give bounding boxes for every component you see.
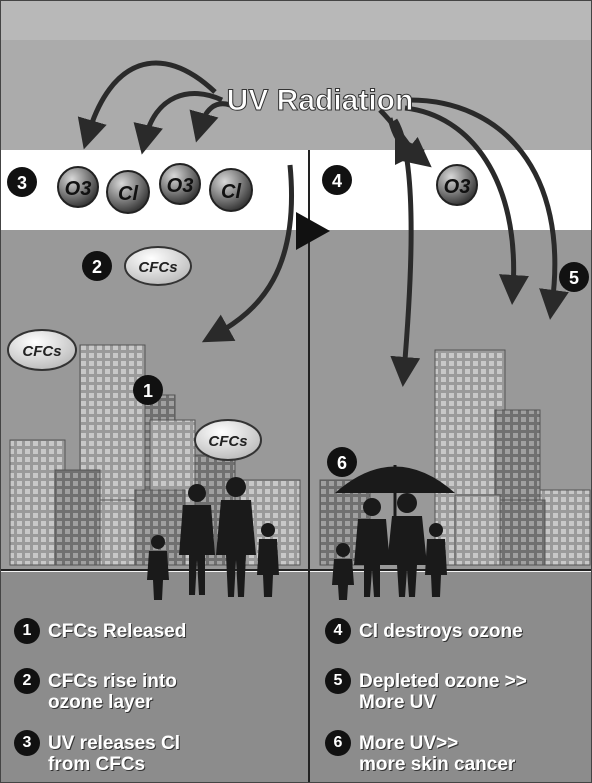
uv-arrow-to-o3-left xyxy=(77,60,217,150)
marker-2 xyxy=(82,251,112,281)
left-family-silhouette xyxy=(147,477,279,600)
o3-label: O3 xyxy=(444,176,471,198)
legend-number: 5 xyxy=(325,668,351,694)
uv-arrow-to-cfcs xyxy=(201,164,294,343)
legend-text: More UV>> xyxy=(359,733,459,754)
legend-number: 3 xyxy=(14,730,40,756)
uv-arrow-to-cl-left xyxy=(133,91,224,155)
uv-radiation-title: UV Radiation xyxy=(227,84,414,117)
o3-label: O3 xyxy=(167,175,194,197)
cfc-label: CFCs xyxy=(22,343,61,360)
legend-number: 2 xyxy=(14,668,40,694)
o3-molecule xyxy=(436,164,478,206)
legend-text: more skin cancer xyxy=(359,754,516,775)
legend-text: CFCs rise into xyxy=(48,671,177,692)
transition-arrow xyxy=(296,212,330,250)
uv-arrow-to-o3-mid xyxy=(189,101,231,143)
legend-text: More UV xyxy=(359,692,437,713)
uv-arrow-far-right-2 xyxy=(409,97,569,320)
legend-text: ozone layer xyxy=(48,692,153,713)
legend-text: Depleted ozone >> xyxy=(359,671,527,692)
legend-text: from CFCs xyxy=(48,754,146,775)
svg-text:5: 5 xyxy=(569,268,579,288)
cfc-molecules: CFCs CFCs CFCs xyxy=(7,246,262,461)
marker-4 xyxy=(322,165,352,195)
marker-6 xyxy=(327,447,357,477)
cfc-label: CFCs xyxy=(208,433,247,450)
legend-item-1: 1 CFCs Released xyxy=(14,618,186,644)
cfc-label: CFCs xyxy=(138,259,177,276)
step-markers: 3 2 1 4 5 6 xyxy=(7,165,589,477)
marker-1 xyxy=(133,375,163,405)
legend-text: CFCs Released xyxy=(48,621,187,642)
cfc-molecule xyxy=(7,329,77,371)
legend-number: 6 xyxy=(325,730,351,756)
legend-item-6: 6 More UV>>more skin cancer xyxy=(325,730,515,775)
cfc-molecule xyxy=(194,419,262,461)
o3-label: O3 xyxy=(65,178,92,200)
svg-text:6: 6 xyxy=(337,453,347,473)
marker-3 xyxy=(7,167,37,197)
cl-label: Cl xyxy=(221,181,241,203)
o3-molecule xyxy=(159,163,201,205)
svg-text:3: 3 xyxy=(17,173,27,193)
legend-number: 4 xyxy=(325,618,351,644)
legend-text: Cl destroys ozone xyxy=(359,621,523,642)
legend-number: 1 xyxy=(14,618,40,644)
cl-molecule xyxy=(209,168,253,212)
o3-molecule xyxy=(57,166,99,208)
uv-arrow-short xyxy=(387,117,425,165)
svg-text:2: 2 xyxy=(92,257,102,277)
ozone-layer-molecules-right: O3 xyxy=(436,164,478,206)
svg-text:4: 4 xyxy=(332,171,342,191)
uv-arrow-far-right-1 xyxy=(404,105,529,305)
svg-text:1: 1 xyxy=(143,381,153,401)
uv-arrows xyxy=(77,60,569,387)
cfc-molecule xyxy=(124,246,192,286)
right-family-silhouette xyxy=(332,465,455,600)
cl-label: Cl xyxy=(118,183,138,205)
sky-top xyxy=(0,0,592,40)
ozone-layer-molecules-left: O3 Cl O3 Cl xyxy=(57,163,253,214)
legend-item-4: 4 Cl destroys ozone xyxy=(325,618,523,644)
legend-item-5: 5 Depleted ozone >>More UV xyxy=(325,668,527,713)
legend-background xyxy=(0,572,592,783)
legend-text: UV releases Cl xyxy=(48,733,181,754)
marker-5 xyxy=(559,262,589,292)
cl-molecule xyxy=(106,170,150,214)
